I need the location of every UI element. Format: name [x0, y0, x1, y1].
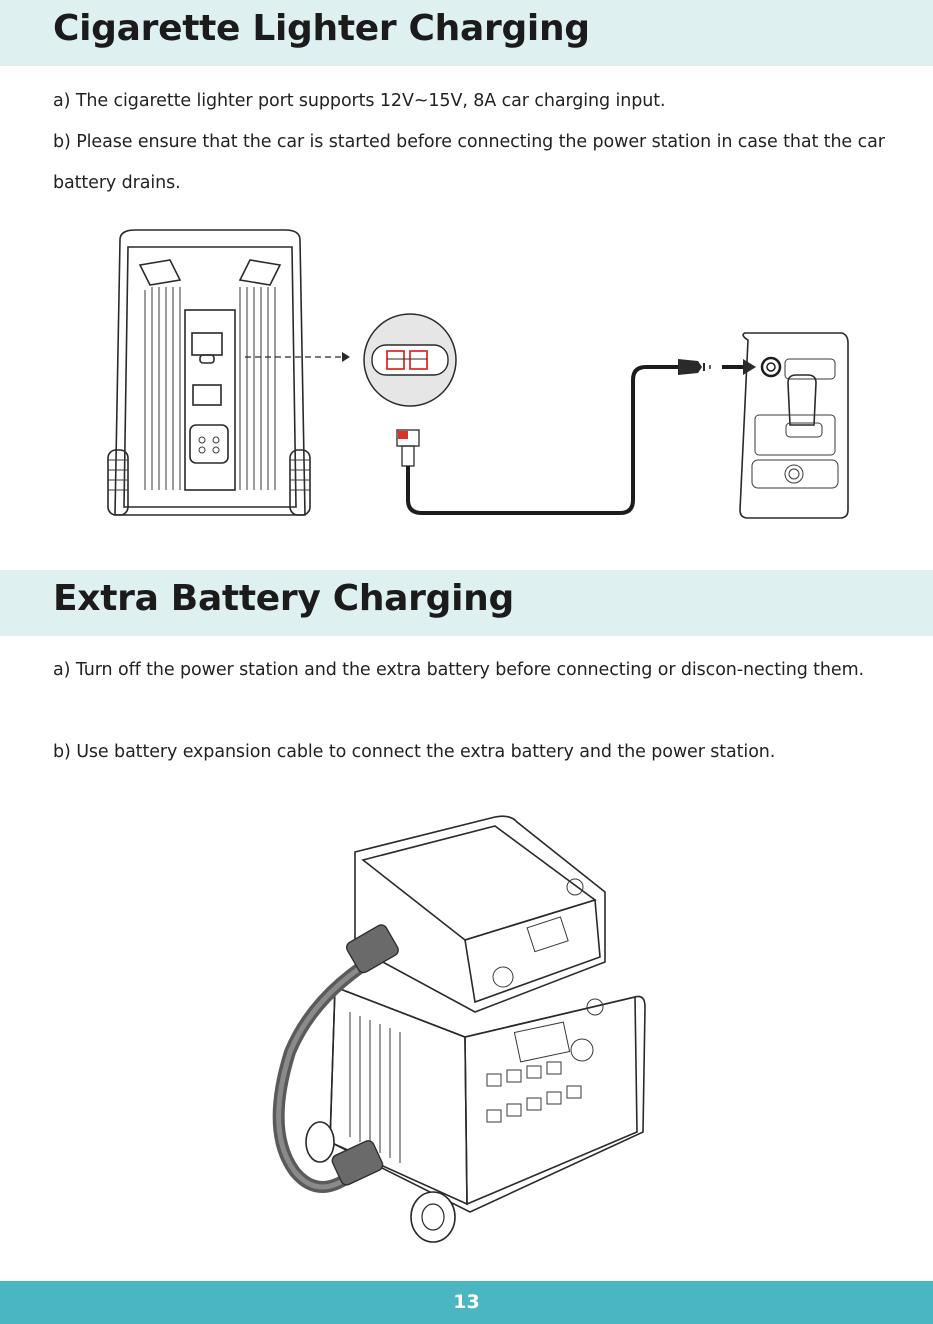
section-header-battery: Extra Battery Charging: [0, 570, 933, 636]
power-station-back-icon: [107, 229, 311, 516]
section-title: Extra Battery Charging: [53, 578, 514, 619]
extra-battery-figure: [272, 815, 646, 1243]
section-header-cigarette: Cigarette Lighter Charging: [0, 0, 933, 66]
paragraph-a: a) Turn off the power station and the ex…: [53, 660, 865, 680]
paragraph-b: b) Please ensure that the car is started…: [53, 132, 885, 193]
xt60-port-icon: [363, 313, 457, 407]
paragraph-a: a) The cigarette lighter port supports 1…: [53, 91, 666, 111]
car-console-icon: [739, 332, 849, 519]
paragraph-b: b) Use battery expansion cable to connec…: [53, 742, 776, 762]
page-footer: 13: [0, 1281, 933, 1324]
power-station-with-extra-battery-icon: [305, 815, 646, 1243]
page-number: 13: [453, 1291, 480, 1313]
cigarette-charging-figure: [107, 229, 849, 519]
expansion-cable-icon: [272, 924, 399, 1193]
section-title: Cigarette Lighter Charging: [53, 8, 590, 49]
